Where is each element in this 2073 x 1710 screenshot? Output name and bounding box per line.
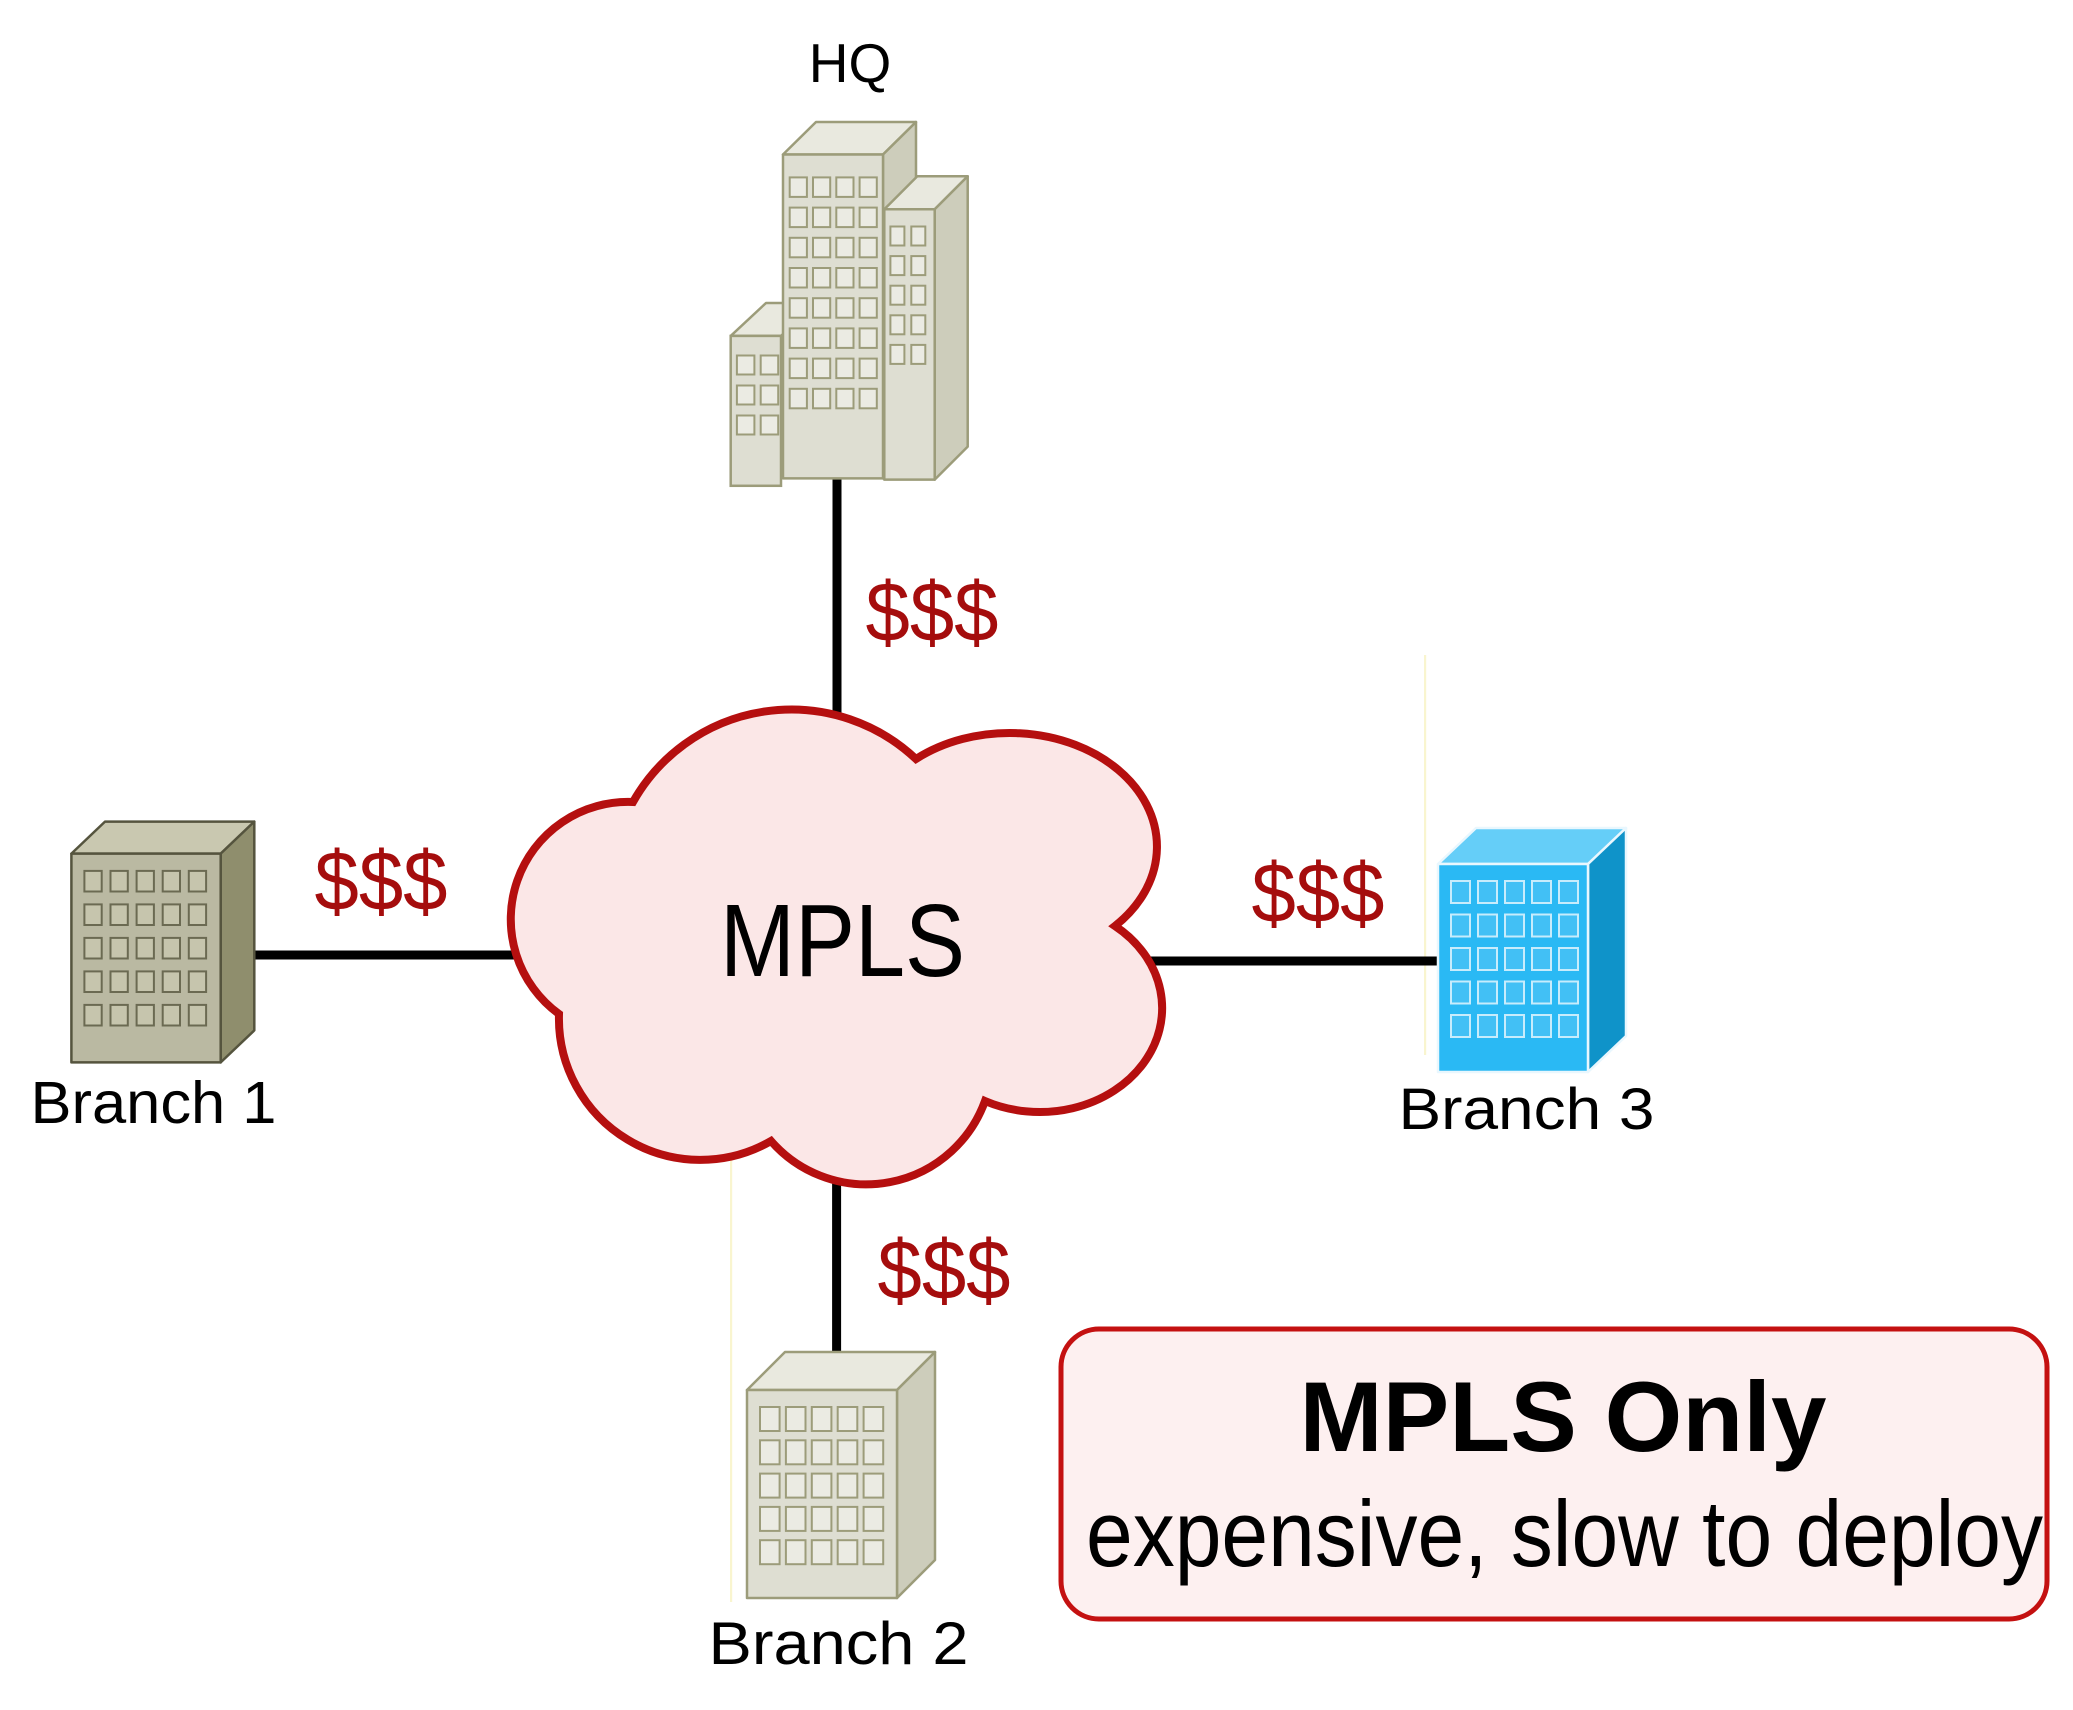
svg-text:HQ: HQ <box>809 32 892 94</box>
svg-text:Branch 1: Branch 1 <box>31 1070 277 1136</box>
svg-text:$$$: $$$ <box>1252 846 1385 940</box>
svg-text:expensive, slow to deploy: expensive, slow to deploy <box>1086 1481 2043 1586</box>
svg-text:$$$: $$$ <box>315 834 448 928</box>
svg-text:MPLS Only: MPLS Only <box>1300 1361 1827 1472</box>
svg-text:$$$: $$$ <box>878 1223 1011 1317</box>
svg-text:Branch 2: Branch 2 <box>709 1609 969 1677</box>
svg-text:$$$: $$$ <box>866 565 999 659</box>
svg-text:MPLS: MPLS <box>720 883 965 998</box>
svg-text:Branch 3: Branch 3 <box>1399 1077 1655 1142</box>
